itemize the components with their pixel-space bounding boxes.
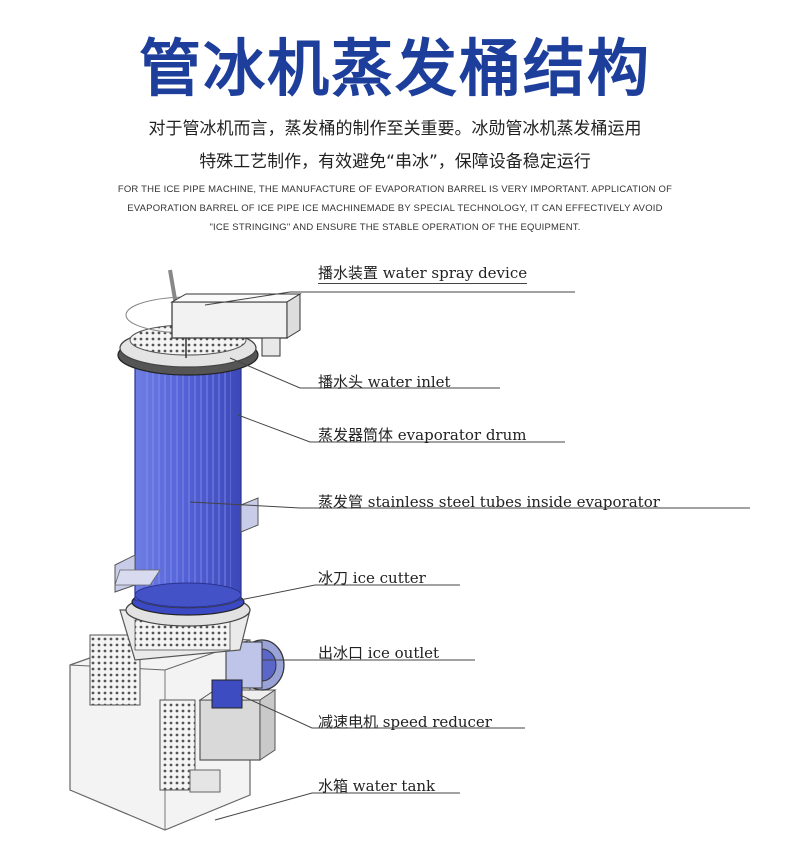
mounting-brackets xyxy=(114,497,259,593)
label-evaporator-drum-en: evaporator drum xyxy=(397,426,527,444)
evaporator-illustration xyxy=(69,269,750,831)
label-speed-reducer: 减速电机 speed reducer xyxy=(318,711,492,732)
evaporator-diagram: 播水装置 water spray device 播水头 water inlet … xyxy=(0,240,790,843)
water-tank xyxy=(69,634,251,831)
label-water-tank-en: water tank xyxy=(352,777,436,795)
motor xyxy=(211,639,285,709)
label-evaporator-drum: 蒸发器筒体 evaporator drum xyxy=(318,424,527,445)
description-cn-line-1: 对于管冰机而言，蒸发桶的制作至关重要。冰勋管冰机蒸发桶运用 xyxy=(148,119,642,139)
label-ice-outlet-en: ice outlet xyxy=(367,644,440,662)
label-evaporator-drum-cn: 蒸发器筒体 xyxy=(318,426,394,444)
label-ice-outlet-cn: 出冰口 xyxy=(318,644,364,662)
label-speed-reducer-cn: 减速电机 xyxy=(318,713,379,731)
evaporator-drum xyxy=(134,354,242,608)
label-evaporator-tubes-en: stainless steel tubes inside evaporator xyxy=(367,493,660,511)
label-water-spray-device: 播水装置 water spray device xyxy=(318,262,528,284)
description-en-line-2: EVAPORATION BARREL OF ICE PIPE ICE MACHI… xyxy=(127,203,663,214)
label-water-spray-device-en: water spray device xyxy=(382,264,528,282)
label-evaporator-tubes-cn: 蒸发管 xyxy=(318,493,364,511)
label-ice-cutter-en: ice cutter xyxy=(352,569,426,587)
label-evaporator-tubes: 蒸发管 stainless steel tubes inside evapora… xyxy=(318,491,660,512)
label-water-inlet-en: water inlet xyxy=(367,373,451,391)
label-water-inlet-cn: 播水头 xyxy=(318,373,364,391)
label-ice-cutter-cn: 冰刀 xyxy=(318,569,349,587)
label-water-inlet: 播水头 water inlet xyxy=(318,371,451,392)
label-ice-cutter: 冰刀 ice cutter xyxy=(318,567,426,588)
leader-lines xyxy=(189,291,750,821)
description-en-line-1: FOR THE ICE PIPE MACHINE, THE MANUFACTUR… xyxy=(117,184,673,195)
label-water-tank: 水箱 water tank xyxy=(318,775,435,796)
label-speed-reducer-en: speed reducer xyxy=(382,713,492,731)
description-en-line-3: "ICE STRINGING" AND ENSURE THE STABLE OP… xyxy=(209,222,581,233)
page-title: 管冰机蒸发桶结构 xyxy=(138,32,651,105)
water-spray-device xyxy=(168,269,302,358)
label-water-spray-device-cn: 播水装置 xyxy=(318,264,379,282)
description-cn-line-2: 特殊工艺制作，有效避免“串冰”，保障设备稳定运行 xyxy=(199,152,591,172)
label-water-tank-cn: 水箱 xyxy=(318,777,349,795)
label-ice-outlet: 出冰口 ice outlet xyxy=(318,642,439,663)
